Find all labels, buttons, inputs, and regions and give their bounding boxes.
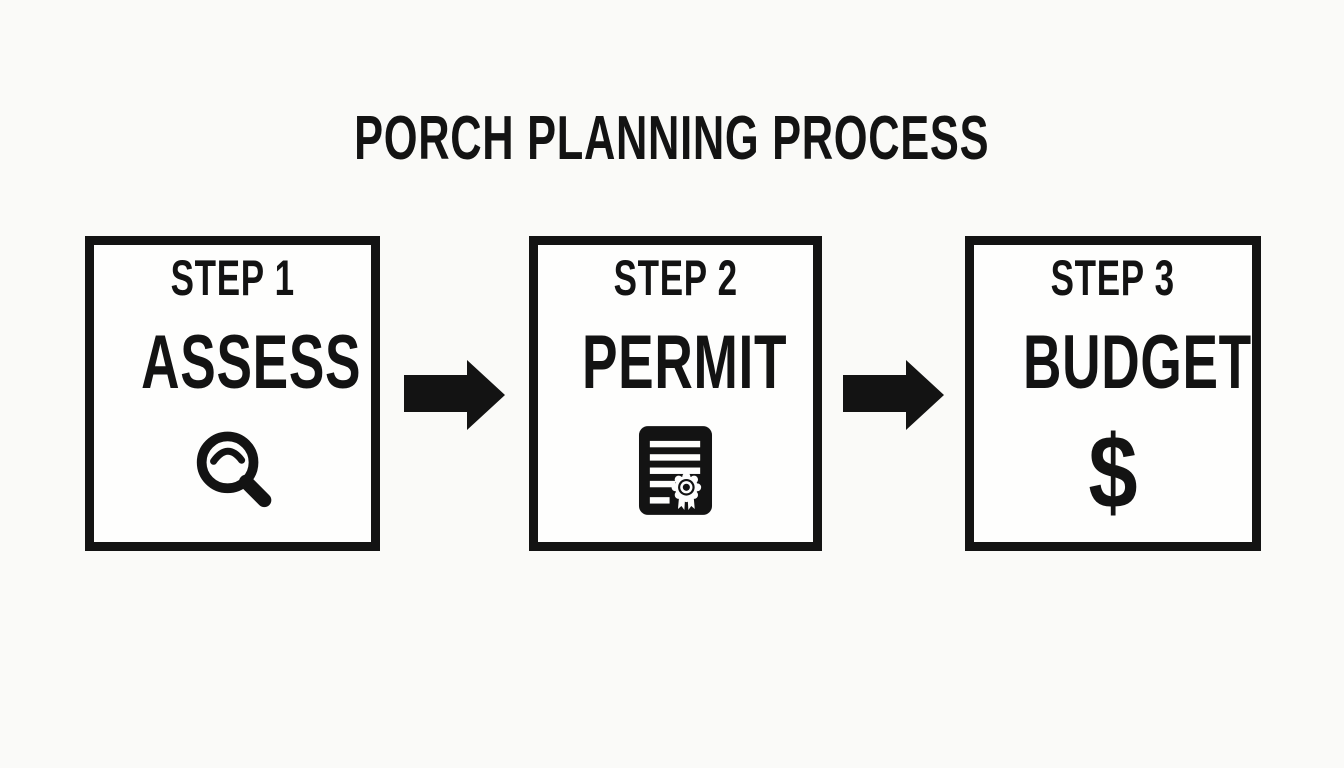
- step-1-label: STEP 1: [94, 253, 371, 303]
- step-3-icon-row: $: [974, 417, 1252, 529]
- step-2-name-text: PERMIT: [581, 320, 788, 405]
- step-3-label-text: STEP 3: [1050, 250, 1176, 306]
- dollar-sign-icon: $: [1088, 415, 1138, 531]
- step-box-budget: STEP 3 BUDGET $: [965, 236, 1261, 551]
- step-2-name: PERMIT: [538, 325, 813, 401]
- step-1-icon-row: [94, 417, 371, 529]
- diagram-title-text: PORCH PLANNING PROCESS: [354, 104, 990, 173]
- step-3-label: STEP 3: [974, 253, 1252, 303]
- step-3-name: BUDGET: [974, 325, 1252, 401]
- certificate-icon: [638, 425, 713, 521]
- step-1-name-text: ASSESS: [141, 320, 362, 405]
- step-2-label: STEP 2: [538, 253, 813, 303]
- step-1-label-text: STEP 1: [170, 250, 295, 306]
- seal-ribbon: [671, 472, 702, 510]
- arrow-right-icon: [843, 360, 944, 430]
- step-2-label-text: STEP 2: [613, 250, 738, 306]
- step-box-assess: STEP 1 ASSESS: [85, 236, 380, 551]
- step-box-permit: STEP 2 PERMIT: [529, 236, 822, 551]
- step-2-icon-row: [538, 417, 813, 529]
- diagram-title: PORCH PLANNING PROCESS: [0, 104, 1344, 173]
- arrow-right-icon: [404, 360, 505, 430]
- step-3-name-text: BUDGET: [1023, 320, 1252, 405]
- magnifying-glass-icon: [179, 417, 287, 530]
- step-1-name: ASSESS: [94, 325, 371, 401]
